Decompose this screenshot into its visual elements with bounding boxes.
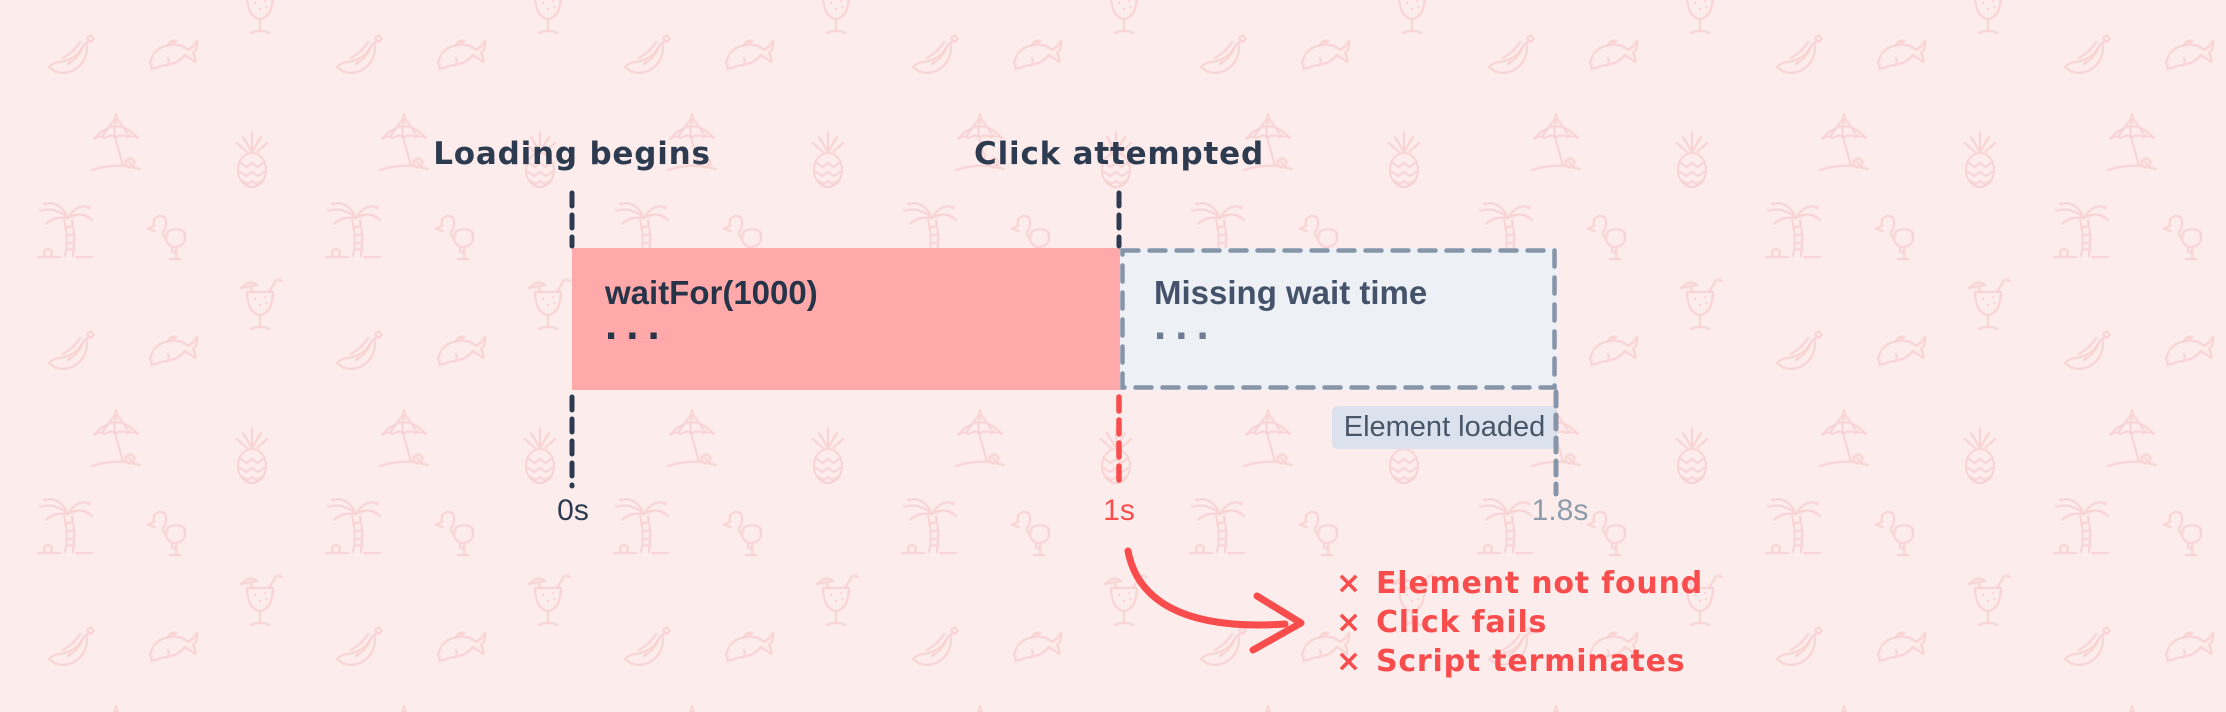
cross-icon: ×: [1336, 566, 1362, 601]
failure-label: Script terminates: [1375, 644, 1686, 679]
wait-for-bar: waitFor(1000) ...: [572, 248, 1120, 390]
click-attempted-label: Click attempted: [974, 136, 1264, 172]
loading-begins-label: Loading begins: [433, 136, 711, 172]
element-loaded-chip: Element loaded: [1332, 406, 1557, 449]
failure-label: Click fails: [1375, 605, 1548, 640]
failure-item: × Element not found: [1336, 566, 1703, 605]
cross-icon: ×: [1336, 605, 1362, 640]
failure-label: Element not found: [1375, 566, 1704, 601]
wait-for-ellipsis: ...: [605, 300, 669, 349]
tick-label-1-8s: 1.8s: [1531, 494, 1589, 527]
tick-label-1s: 1s: [1103, 494, 1135, 527]
wait-for-label: waitFor(1000): [605, 274, 818, 311]
tick-label-0s: 0s: [557, 494, 589, 527]
failure-item: × Script terminates: [1336, 644, 1703, 683]
cross-icon: ×: [1336, 644, 1362, 679]
failure-item: × Click fails: [1336, 605, 1703, 644]
failure-list: × Element not found × Click fails × Scri…: [1336, 566, 1703, 683]
missing-wait-ellipsis: ...: [1154, 300, 1218, 349]
missing-wait-box: Missing wait time ...: [1120, 248, 1557, 390]
